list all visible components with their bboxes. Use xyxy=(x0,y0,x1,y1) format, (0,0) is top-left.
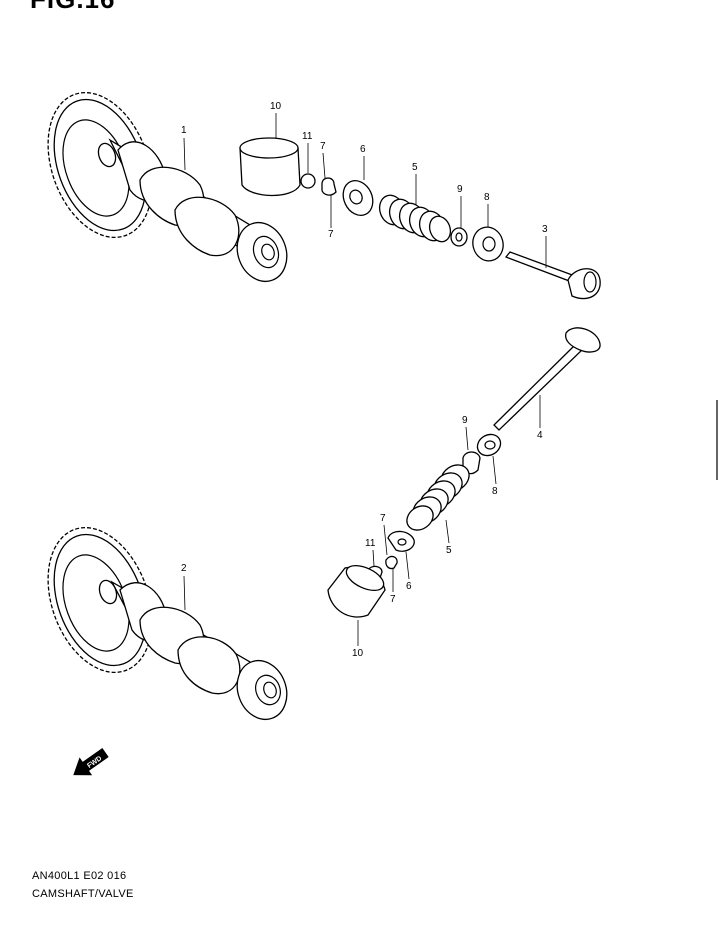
callout-7-lower-b: 7 xyxy=(390,594,396,605)
spring-lower xyxy=(406,464,470,531)
camshaft-lower xyxy=(47,526,288,721)
retainer-upper xyxy=(342,179,374,217)
callout-7-lower-a: 7 xyxy=(380,513,386,524)
callout-7-upper-a: 7 xyxy=(320,141,326,152)
figure-code: AN400L1 E02 016 xyxy=(32,870,127,882)
callout-9-lower: 9 xyxy=(462,415,468,426)
figure-title: FIG.16 xyxy=(30,0,115,12)
callout-2: 2 xyxy=(181,563,187,574)
fwd-label: FWD xyxy=(86,755,103,770)
valve-intake xyxy=(493,327,601,431)
callout-3: 3 xyxy=(542,224,548,235)
valve-exhaust xyxy=(504,251,601,300)
callout-6-upper: 6 xyxy=(360,144,366,155)
figure-caption: CAMSHAFT/VALVE xyxy=(32,888,134,900)
callout-6-lower: 6 xyxy=(406,581,412,592)
callout-10-lower: 10 xyxy=(352,648,364,659)
page-edge-mark xyxy=(716,400,718,480)
spring-upper xyxy=(378,194,452,243)
callout-8-upper: 8 xyxy=(484,192,490,203)
forward-arrow-icon: FWD xyxy=(73,748,109,776)
callout-11-lower: 11 xyxy=(365,538,376,549)
callout-1: 1 xyxy=(181,125,187,136)
callout-5-upper: 5 xyxy=(412,162,418,173)
retainer-lower xyxy=(387,530,415,552)
seat-lower xyxy=(476,433,502,457)
callout-9-upper: 9 xyxy=(457,184,463,195)
shim-upper xyxy=(300,173,316,189)
seal-upper xyxy=(450,227,468,247)
callout-5-lower: 5 xyxy=(446,545,452,556)
cotter-lower xyxy=(385,555,398,570)
callout-11-upper: 11 xyxy=(302,131,313,142)
tappet-upper xyxy=(239,137,301,197)
tappet-lower xyxy=(327,564,386,618)
cotter-upper xyxy=(321,177,337,196)
callout-7-upper-b: 7 xyxy=(328,229,334,240)
camshaft-upper xyxy=(47,91,288,283)
callout-8-lower: 8 xyxy=(492,486,498,497)
seat-upper xyxy=(472,226,504,262)
callout-4: 4 xyxy=(537,430,543,441)
callout-10-upper: 10 xyxy=(270,101,282,112)
